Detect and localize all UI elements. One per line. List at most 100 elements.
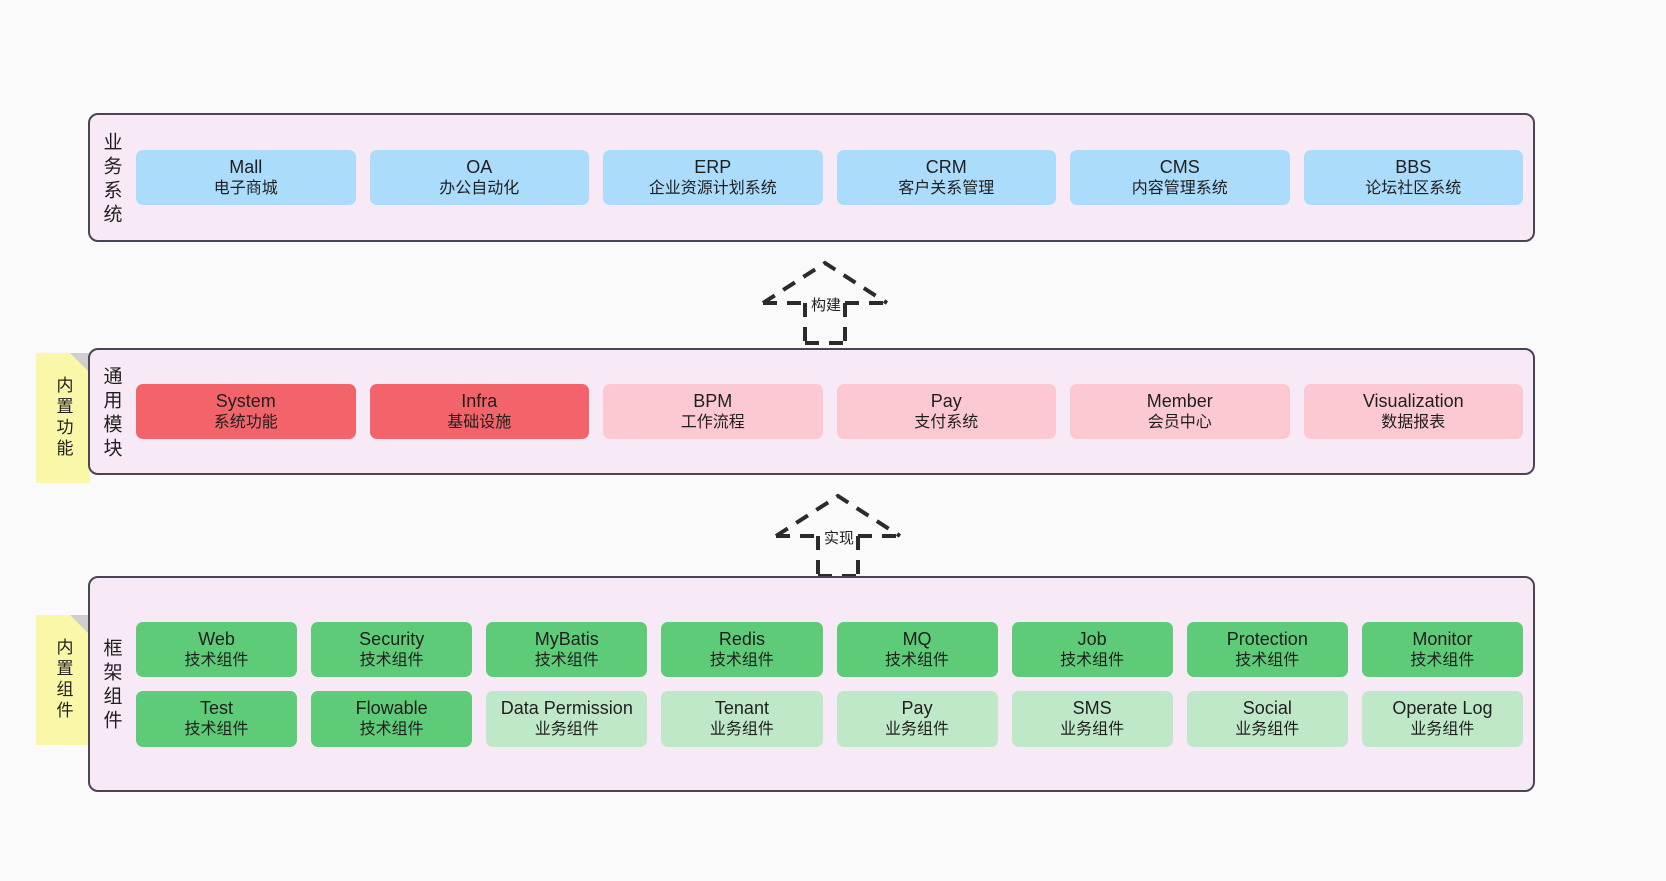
node-title: Data Permission (500, 698, 633, 718)
node-subtitle: 技术组件 (1410, 651, 1475, 669)
arrow-implement-label: 实现 (824, 530, 855, 547)
node-subtitle: 客户关系管理 (898, 179, 995, 197)
node-subtitle: 技术组件 (184, 721, 249, 739)
node-subtitle: 业务组件 (1410, 721, 1475, 739)
node-title: Redis (718, 628, 765, 649)
sticky-note-builtin-features: 内置功能 (36, 353, 90, 483)
node-subtitle: 内容管理系统 (1131, 179, 1228, 197)
node-title: MQ (902, 628, 932, 649)
node-title: SMS (1072, 698, 1112, 718)
node-subtitle: 业务组件 (534, 721, 599, 739)
node-framework-1-0[interactable]: Test 技术组件 (136, 691, 298, 747)
node-common-0[interactable]: System 系统功能 (136, 383, 356, 440)
node-title: Visualization (1362, 390, 1464, 411)
arrow-implement: 实现 (768, 488, 918, 578)
node-subtitle: 数据报表 (1381, 413, 1446, 431)
node-subtitle: 技术组件 (359, 651, 424, 669)
node-framework-0-5[interactable]: Job 技术组件 (1011, 621, 1173, 677)
node-subtitle: 支付系统 (914, 413, 979, 431)
node-framework-0-0[interactable]: Web 技术组件 (136, 621, 298, 677)
node-subtitle: 电子商城 (213, 179, 278, 197)
node-subtitle: 企业资源计划系统 (648, 179, 777, 197)
node-title: Member (1146, 390, 1213, 411)
node-title: Security (359, 628, 425, 649)
node-title: Flowable (355, 698, 428, 718)
node-title: Web (198, 628, 235, 649)
node-subtitle: 业务组件 (1235, 721, 1300, 739)
node-subtitle: 技术组件 (1060, 651, 1125, 669)
node-framework-1-3[interactable]: Tenant 业务组件 (661, 691, 823, 747)
layer-title-common-modules: 通用模块 (100, 365, 122, 462)
node-framework-0-3[interactable]: Redis 技术组件 (661, 621, 823, 677)
node-framework-0-4[interactable]: MQ 技术组件 (836, 621, 998, 677)
node-subtitle: 会员中心 (1147, 413, 1212, 431)
node-business-3[interactable]: CRM 客户关系管理 (836, 149, 1056, 206)
node-subtitle: 技术组件 (359, 721, 424, 739)
node-business-0[interactable]: Mall 电子商城 (136, 149, 356, 206)
node-business-4[interactable]: CMS 内容管理系统 (1070, 149, 1290, 206)
node-subtitle: 技术组件 (184, 651, 249, 669)
node-title: Test (200, 698, 234, 718)
node-common-3[interactable]: Pay 支付系统 (836, 383, 1056, 440)
layer-title-framework-components: 框架组件 (100, 638, 122, 734)
node-framework-1-6[interactable]: Social 业务组件 (1186, 691, 1348, 747)
node-title: Job (1077, 628, 1107, 649)
sticky-note-builtin-components: 内置组件 (36, 615, 90, 745)
node-framework-1-2[interactable]: Data Permission 业务组件 (486, 691, 648, 747)
node-framework-0-6[interactable]: Protection 技术组件 (1186, 621, 1348, 677)
node-title: CRM (925, 156, 967, 177)
node-framework-1-1[interactable]: Flowable 技术组件 (311, 691, 473, 747)
node-title: Protection (1226, 628, 1308, 649)
node-title: OA (466, 156, 493, 177)
node-title: Infra (461, 390, 498, 411)
node-title: MyBatis (534, 628, 599, 649)
node-common-4[interactable]: Member 会员中心 (1070, 383, 1290, 440)
node-framework-0-7[interactable]: Monitor 技术组件 (1361, 621, 1523, 677)
node-common-5[interactable]: Visualization 数据报表 (1303, 383, 1523, 440)
node-subtitle: 办公自动化 (439, 179, 520, 197)
node-title: CMS (1159, 156, 1200, 177)
node-subtitle: 业务组件 (1060, 721, 1125, 739)
node-framework-1-7[interactable]: Operate Log 业务组件 (1361, 691, 1523, 747)
node-title: Social (1242, 698, 1292, 718)
node-subtitle: 基础设施 (447, 413, 512, 431)
node-title: System (215, 390, 276, 411)
node-subtitle: 技术组件 (1235, 651, 1300, 669)
node-title: Pay (901, 698, 933, 718)
node-common-1[interactable]: Infra 基础设施 (369, 383, 589, 440)
node-subtitle: 工作流程 (680, 413, 745, 431)
node-title: Monitor (1412, 628, 1473, 649)
node-subtitle: 业务组件 (885, 721, 950, 739)
node-title: Mall (229, 156, 263, 177)
node-framework-0-1[interactable]: Security 技术组件 (311, 621, 473, 677)
arrow-build-icon (761, 260, 889, 345)
node-subtitle: 业务组件 (709, 721, 774, 739)
node-subtitle: 技术组件 (534, 651, 599, 669)
node-common-2[interactable]: BPM 工作流程 (603, 383, 823, 440)
node-title: BPM (693, 390, 733, 411)
node-title: Tenant (714, 698, 769, 718)
node-framework-1-5[interactable]: SMS 业务组件 (1011, 691, 1173, 747)
node-subtitle: 技术组件 (709, 651, 774, 669)
node-framework-1-4[interactable]: Pay 业务组件 (836, 691, 998, 747)
node-business-1[interactable]: OA 办公自动化 (369, 149, 589, 206)
node-title: Operate Log (1392, 698, 1493, 718)
layer-common-modules: 通用模块 System 系统功能 Infra 基础设施 BPM 工作流程 Pay 支付系统 Me… (88, 348, 1535, 475)
node-framework-0-2[interactable]: MyBatis 技术组件 (486, 621, 648, 677)
arrow-build: 构建 (755, 255, 905, 345)
node-subtitle: 系统功能 (213, 413, 278, 431)
node-row-common: System 系统功能 Infra 基础设施 BPM 工作流程 Pay 支付系统 Member 会… (136, 383, 1523, 440)
layer-title-business-system: 业务系统 (100, 131, 122, 228)
node-subtitle: 技术组件 (885, 651, 950, 669)
node-title: Pay (930, 390, 962, 411)
